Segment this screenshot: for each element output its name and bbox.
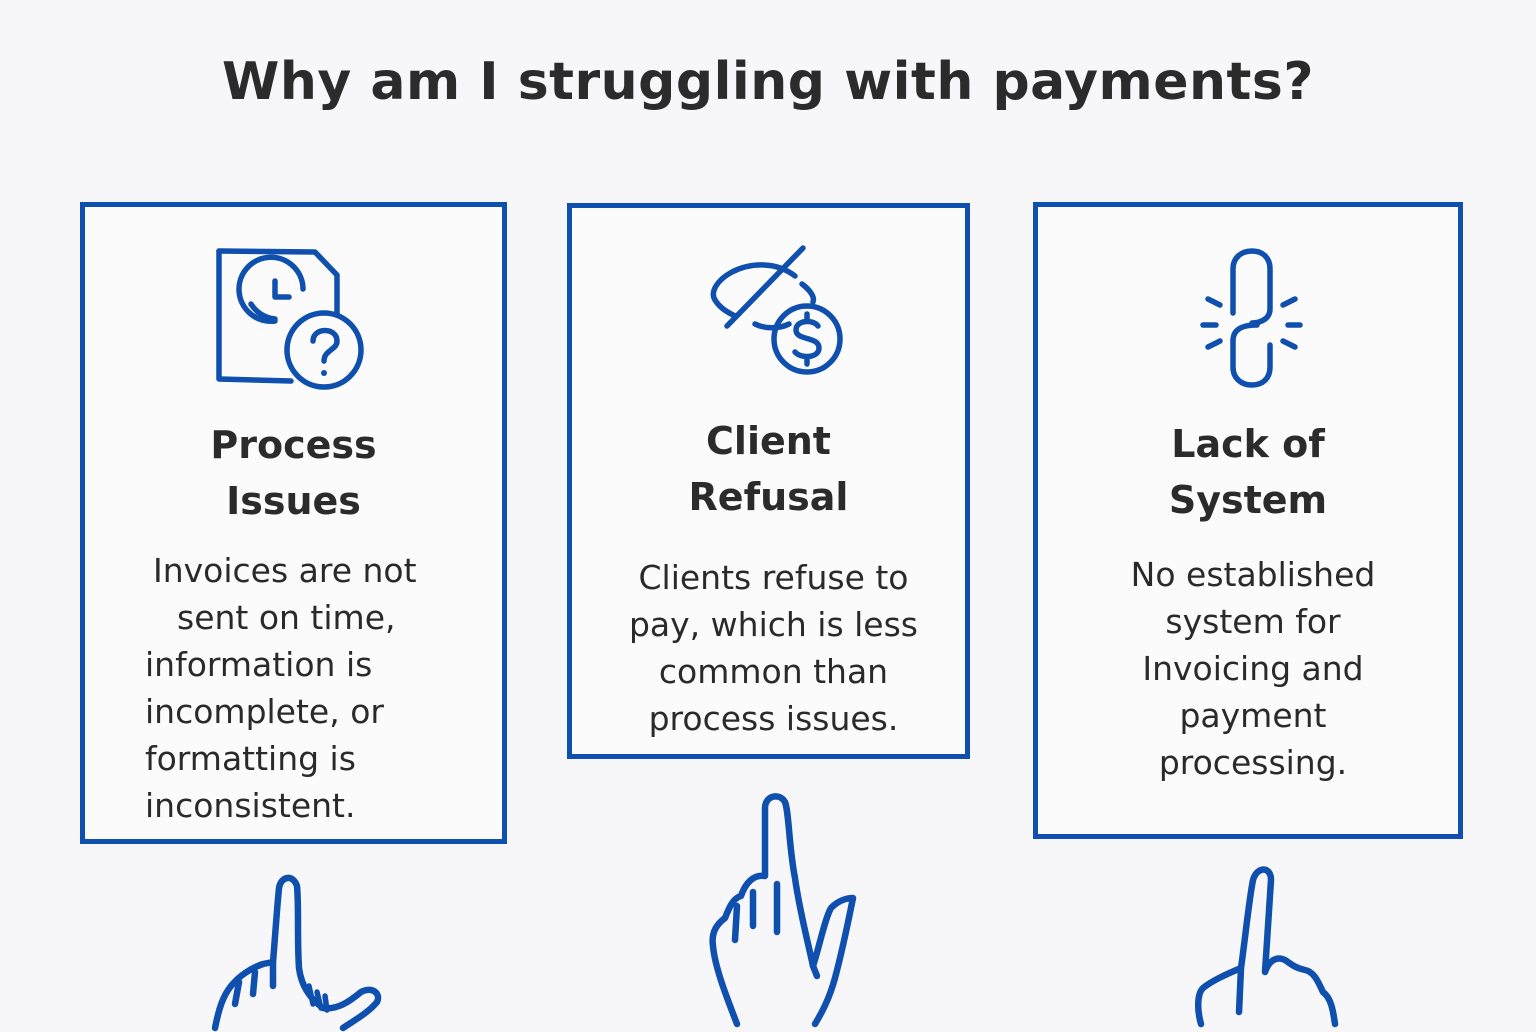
heading-line: Refusal bbox=[688, 475, 849, 519]
desc-line: information is bbox=[145, 645, 373, 684]
desc-line: inconsistent. bbox=[145, 786, 356, 825]
card-description: Clients refuse to pay, which is less com… bbox=[592, 554, 955, 742]
pointing-hand-icon bbox=[205, 868, 385, 1032]
document-clock-question-icon bbox=[213, 248, 373, 398]
desc-line: incomplete, or bbox=[145, 692, 384, 731]
pointing-hand-icon bbox=[1195, 860, 1345, 1028]
desc-line: processing. bbox=[1158, 743, 1348, 782]
card-client-refusal: Client Refusal Clients refuse to pay, wh… bbox=[567, 203, 970, 759]
eye-off-dollar-icon bbox=[707, 244, 847, 380]
desc-line: Invoices are not bbox=[153, 551, 417, 590]
broken-chain-link-icon bbox=[1200, 248, 1310, 393]
card-lack-of-system: Lack of System No established system for… bbox=[1033, 202, 1463, 839]
heading-line: System bbox=[1168, 478, 1328, 522]
desc-line: pay, which is less bbox=[628, 605, 918, 644]
desc-line: common than bbox=[658, 652, 889, 691]
desc-line: system for bbox=[1165, 602, 1341, 641]
desc-line: Clients refuse to bbox=[638, 558, 909, 597]
card-heading: Client Refusal bbox=[572, 413, 965, 525]
card-description: Invoices are not sent on time, informati… bbox=[145, 547, 475, 829]
card-heading: Lack of System bbox=[1038, 416, 1458, 528]
heading-line: Client bbox=[706, 419, 831, 463]
desc-line: sent on time, bbox=[177, 598, 396, 637]
desc-line: process issues. bbox=[648, 699, 899, 738]
page-title: Why am I struggling with payments? bbox=[221, 52, 1314, 112]
desc-line: formatting is bbox=[145, 739, 356, 778]
desc-line: No established bbox=[1130, 555, 1376, 594]
heading-line: Issues bbox=[226, 479, 361, 523]
desc-line: Invoicing and bbox=[1142, 649, 1364, 688]
card-process-issues: Process Issues Invoices are not sent on … bbox=[80, 202, 507, 844]
pointing-hand-icon bbox=[703, 788, 863, 1032]
heading-line: Lack of bbox=[1171, 422, 1325, 466]
card-description: No established system for Invoicing and … bbox=[1058, 551, 1448, 786]
card-heading: Process Issues bbox=[85, 417, 502, 529]
heading-line: Process bbox=[210, 423, 377, 467]
desc-line: payment bbox=[1179, 696, 1327, 735]
